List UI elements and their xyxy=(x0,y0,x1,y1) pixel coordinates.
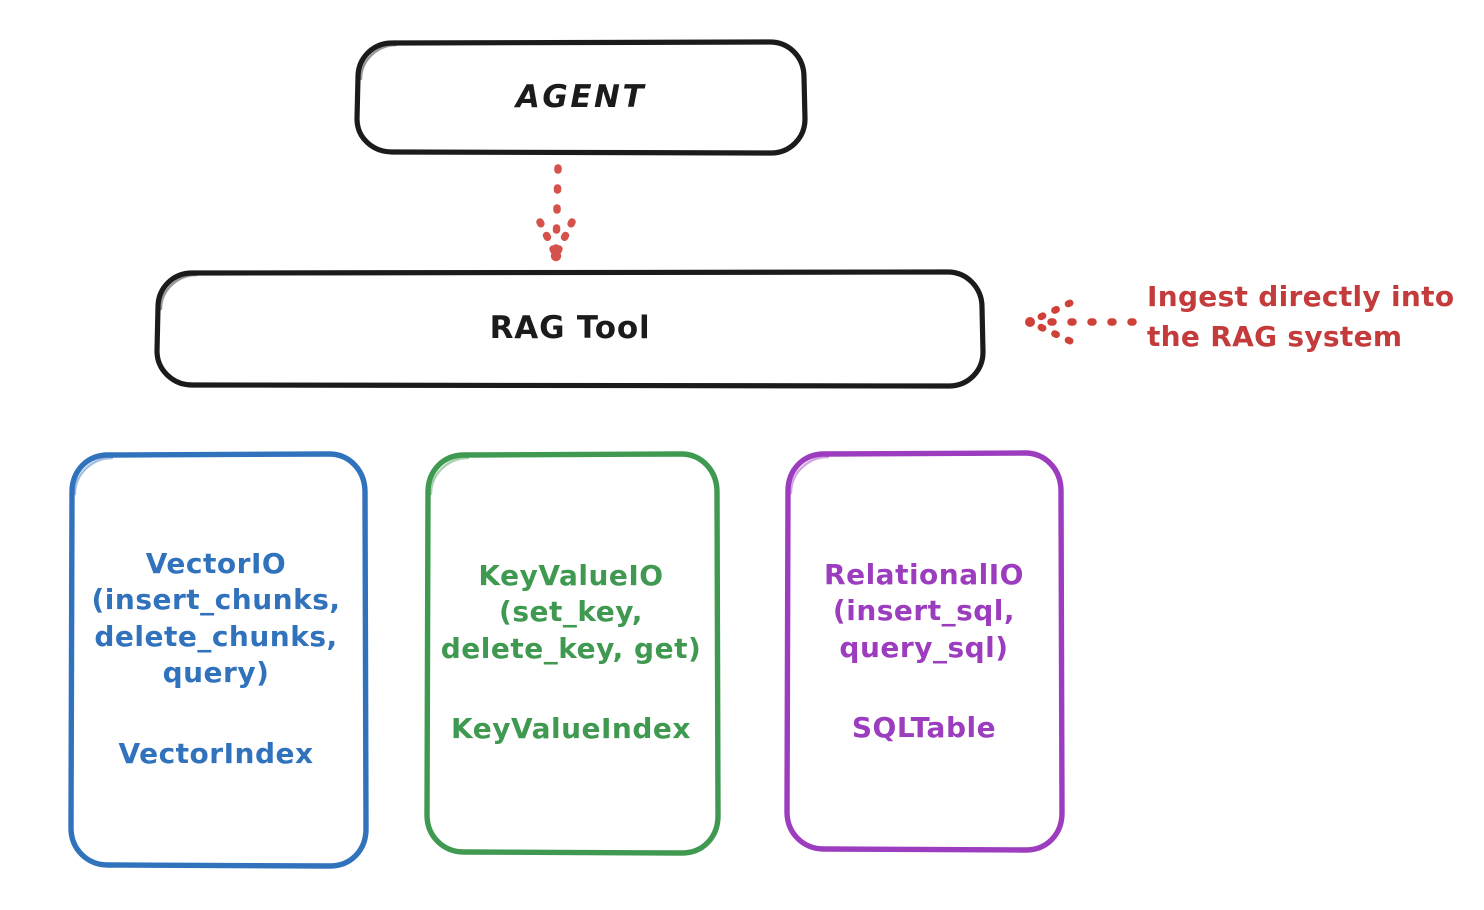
key-value-io-box[interactable] xyxy=(424,451,721,856)
relational-io-label: RelationalIO (insert_sql, query_sql) SQL… xyxy=(788,455,1060,848)
agent-label: AGENT xyxy=(515,78,647,115)
vector-io-label: VectorIO (insert_chunks, delete_chunks, … xyxy=(72,455,360,863)
vector-io-box-sketch-overlay xyxy=(73,456,114,496)
dotted-arrow-tip xyxy=(550,250,562,262)
key-value-io-box-outline xyxy=(424,451,721,856)
relational-io-api-text: RelationalIO (insert_sql, query_sql) xyxy=(824,557,1024,664)
rag-tool-box[interactable] xyxy=(154,269,986,389)
key-value-io-box-sketch-overlay xyxy=(429,456,470,496)
dotted-left-arrowhead-bottom xyxy=(1028,319,1074,345)
dotted-arrowhead-right xyxy=(552,218,576,259)
dotted-arrowhead-left xyxy=(536,218,560,259)
vector-io-index-text: VectorIndex xyxy=(118,736,314,770)
relational-io-index-text: SQLTable xyxy=(851,710,997,744)
key-value-io-label: KeyValueIO (set_key, delete_key, get) Ke… xyxy=(428,455,714,850)
agent-box-outline xyxy=(354,39,808,156)
rag-tool-label: RAG Tool xyxy=(489,310,651,347)
rag-tool-box-sketch-overlay xyxy=(159,273,198,311)
relational-io-box-outline xyxy=(784,450,1065,853)
rag-tool-box-outline xyxy=(154,269,986,389)
vector-io-box[interactable] xyxy=(68,451,369,869)
dotted-left-arrowhead-top xyxy=(1028,299,1074,325)
key-value-io-api-text: KeyValueIO (set_key, delete_key, get) xyxy=(440,558,702,665)
dotted-down-arrow xyxy=(536,164,576,262)
dotted-left-arrow-tip xyxy=(1025,317,1035,327)
relational-io-box-sketch-overlay xyxy=(789,455,830,495)
ingest-note-annotation: Ingest directly into the RAG system xyxy=(1147,280,1455,353)
relational-io-box[interactable] xyxy=(784,450,1065,853)
agent-box-sketch-overlay xyxy=(359,43,398,81)
vector-io-box-outline xyxy=(68,451,369,869)
dotted-down-arrow-shaft xyxy=(552,164,562,256)
vector-io-api-text: VectorIO (insert_chunks, delete_chunks, … xyxy=(91,547,341,690)
key-value-io-index-text: KeyValueIndex xyxy=(451,711,691,745)
dotted-left-arrow xyxy=(1025,299,1137,345)
agent-box[interactable] xyxy=(354,39,808,156)
